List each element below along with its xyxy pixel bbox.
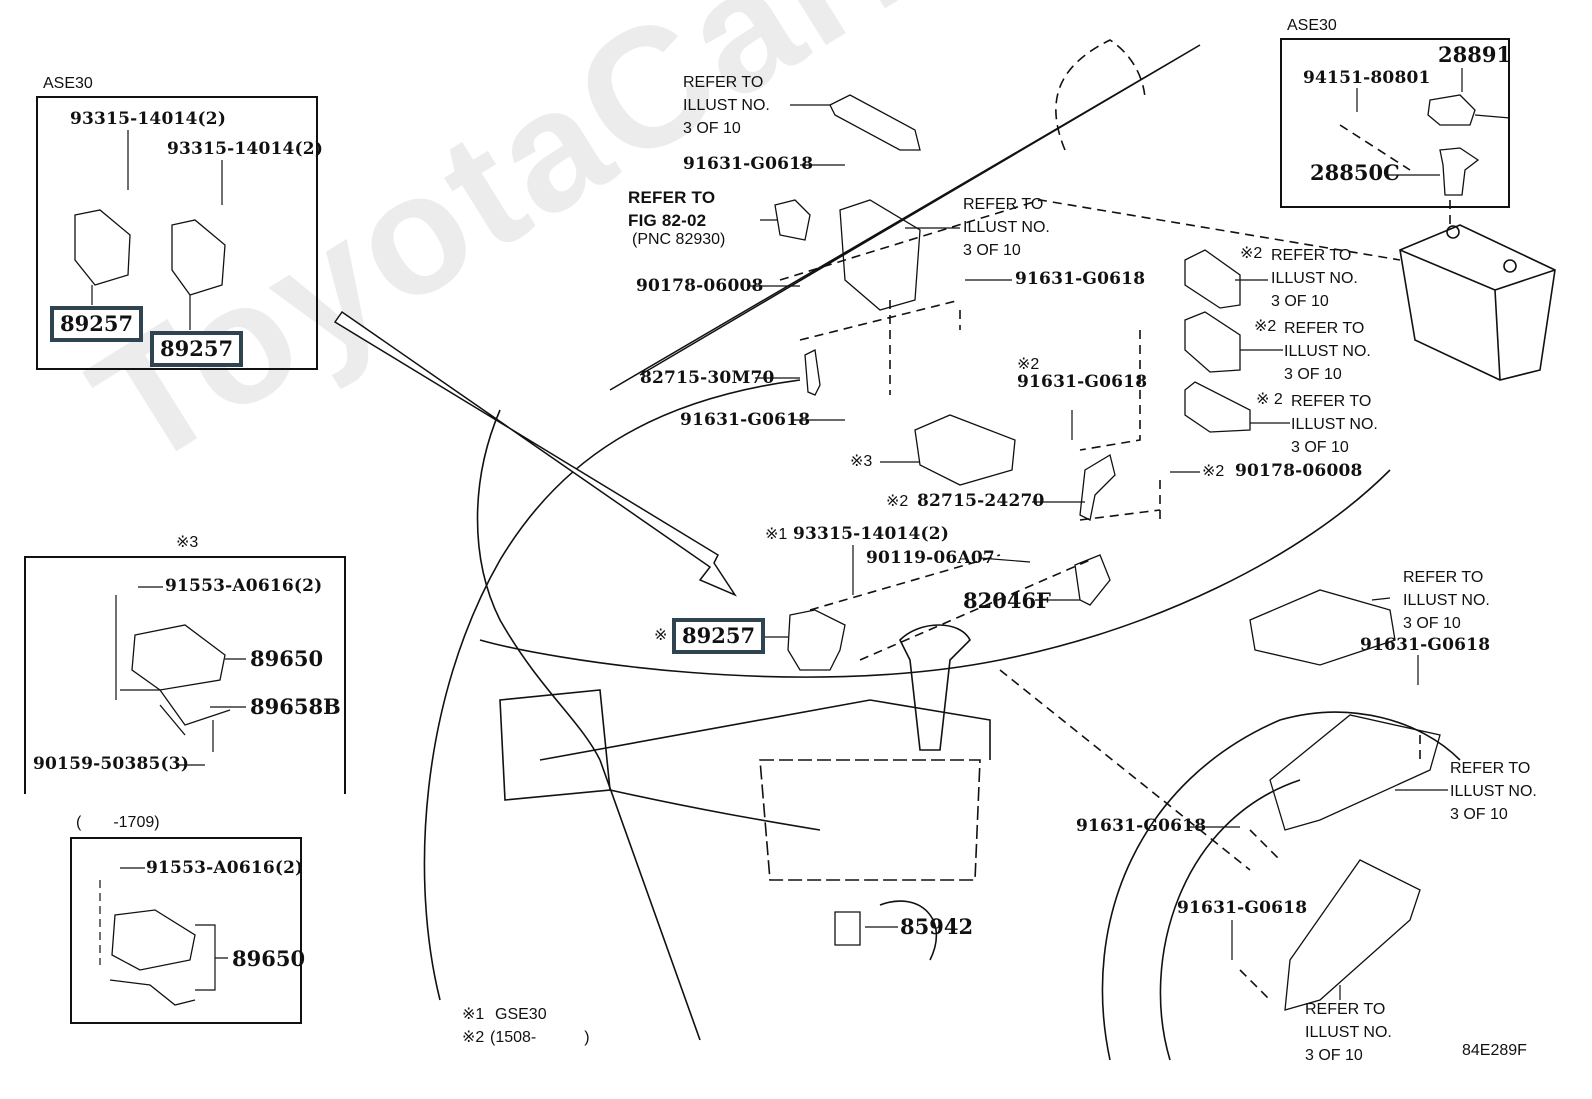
refer-to-illust-label[interactable]: REFER TO ILLUST NO. 3 OF 10 (683, 74, 770, 137)
cover-fuse1 (1184, 249, 1241, 309)
note-mark-x2: ※ 2 (1256, 391, 1283, 408)
refer-to-illust-label[interactable]: REFER TO ILLUST NO. 3 OF 10 (963, 196, 1050, 259)
figure-code: 84E289F (1462, 1042, 1527, 1059)
part-label-28891[interactable]: 28891 (1438, 42, 1512, 67)
inset-89650-a (131, 624, 226, 691)
part-label-89257-highlighted[interactable]: 89257 (150, 331, 244, 367)
part-label-89257-highlighted[interactable]: 89257 (50, 306, 144, 342)
part-label-91631-g0618[interactable]: 91631-G0618 (1360, 635, 1491, 655)
part-label-91631-g0618[interactable]: 91631-G0618 (1017, 372, 1148, 392)
refer-to-fig-label[interactable]: REFER TO FIG 82-02 (628, 188, 716, 230)
note-mark-x1: ※1 (765, 526, 788, 543)
part-label-91631-g0618[interactable]: 91631-G0618 (1015, 269, 1146, 289)
note-mark-x2: ※2 (1254, 318, 1277, 335)
inset-title-ase30-left: ASE30 (43, 75, 93, 92)
refer-to-illust-label[interactable]: REFER TO ILLUST NO. 3 OF 10 (1284, 320, 1371, 383)
part-label-91631-g0618[interactable]: 91631-G0618 (683, 154, 814, 174)
relay-89257 (787, 609, 846, 671)
refer-to-illust-label[interactable]: REFER TO ILLUST NO. 3 OF 10 (1450, 760, 1537, 823)
part-label-85942[interactable]: 85942 (900, 914, 974, 939)
inset-box-ase30-right (1280, 38, 1510, 208)
cover-top (829, 94, 921, 151)
module-label-x3[interactable]: ※3 (850, 453, 873, 470)
junction-lower (1284, 859, 1421, 1011)
part-label-28850c[interactable]: 28850C (1310, 160, 1400, 185)
part-label-93315-14014[interactable]: 93315-14014(2) (167, 139, 324, 159)
part-label-93315-14014[interactable]: 93315-14014(2) (793, 524, 950, 544)
bracket-24270 (1079, 453, 1116, 521)
part-label-93315-14014[interactable]: 93315-14014(2) (70, 109, 227, 129)
inset-89650-b (109, 909, 196, 1006)
legend-mark: ※2 (462, 1029, 485, 1046)
part-label-89257-highlighted[interactable]: 89257 (672, 618, 766, 654)
inset-title-x3: ※3 (176, 534, 199, 551)
inset-28850c (1439, 147, 1480, 196)
bracket-30m70 (804, 349, 821, 396)
part-label-82046f[interactable]: 82046F (963, 588, 1051, 613)
inset-title-1709: ( -1709) (76, 814, 160, 831)
note-mark-x2: ※2 (1240, 245, 1263, 262)
note-mark: ※ (654, 627, 668, 644)
inset-box-1709 (70, 837, 302, 1024)
part-label-91631-g0618[interactable]: 91631-G0618 (1177, 898, 1308, 918)
sensor-85942 (834, 911, 861, 946)
part-label-89658b[interactable]: 89658B (250, 694, 341, 719)
bracket-82046f (1074, 554, 1111, 606)
part-label-82715-24270[interactable]: 82715-24270 (917, 491, 1045, 511)
module-x3 (914, 414, 1016, 486)
cover-fuse3 (1184, 381, 1251, 433)
legend-text: (1508- ) (490, 1029, 590, 1046)
inset-relay-1 (74, 209, 131, 286)
part-label-91553-a0616[interactable]: 91553-A0616(2) (165, 576, 323, 596)
junction-block (1269, 714, 1441, 831)
inset-28891 (1427, 94, 1511, 126)
connector (774, 199, 811, 241)
battery-drawing (1399, 224, 1556, 381)
part-label-91631-g0618[interactable]: 91631-G0618 (1076, 816, 1207, 836)
part-label-90119-06a07[interactable]: 90119-06A07 (866, 548, 995, 568)
direction-arrow (333, 310, 737, 597)
refer-to-illust-label[interactable]: REFER TO ILLUST NO. 3 OF 10 (1271, 247, 1358, 310)
inset-box-ase30-left (36, 96, 318, 370)
vehicle-outline (423, 39, 1461, 1061)
part-label-94151-80801[interactable]: 94151-80801 (1303, 68, 1431, 88)
part-label-90178-06008[interactable]: 90178-06008 (636, 276, 764, 296)
junction-cover (1249, 589, 1396, 666)
pnc-label: (PNC 82930) (632, 231, 726, 248)
part-label-89650[interactable]: 89650 (250, 646, 324, 671)
legend-mark: ※1 (462, 1006, 485, 1023)
part-label-90159-50385[interactable]: 90159-50385(3) (33, 754, 190, 774)
ecu-bracket (839, 199, 921, 311)
note-mark-x2: ※2 (1017, 356, 1040, 373)
part-label-90178-06008[interactable]: 90178-06008 (1235, 461, 1363, 481)
note-mark-x2: ※2 (886, 493, 909, 510)
part-label-89650[interactable]: 89650 (232, 946, 306, 971)
part-label-91631-g0618[interactable]: 91631-G0618 (680, 410, 811, 430)
inset-box-x3 (24, 556, 346, 794)
refer-to-illust-label[interactable]: REFER TO ILLUST NO. 3 OF 10 (1403, 569, 1490, 632)
legend-text: GSE30 (495, 1006, 547, 1023)
inset-title-ase30-right: ASE30 (1287, 17, 1337, 34)
refer-to-illust-label[interactable]: REFER TO ILLUST NO. 3 OF 10 (1291, 393, 1378, 456)
assembly-leader-lines (779, 124, 1451, 1001)
note-mark-x2: ※2 (1202, 463, 1225, 480)
part-label-82715-30m70[interactable]: 82715-30M70 (640, 368, 775, 388)
callout-leaders (91, 68, 1463, 1000)
part-label-91553-a0616[interactable]: 91553-A0616(2) (146, 858, 304, 878)
part-shapes (74, 94, 1511, 1011)
inset-relay-2 (171, 219, 226, 296)
refer-to-illust-label[interactable]: REFER TO ILLUST NO. 3 OF 10 (1305, 1001, 1392, 1064)
inset-89658b (120, 689, 231, 736)
cover-fuse2 (1184, 311, 1241, 373)
